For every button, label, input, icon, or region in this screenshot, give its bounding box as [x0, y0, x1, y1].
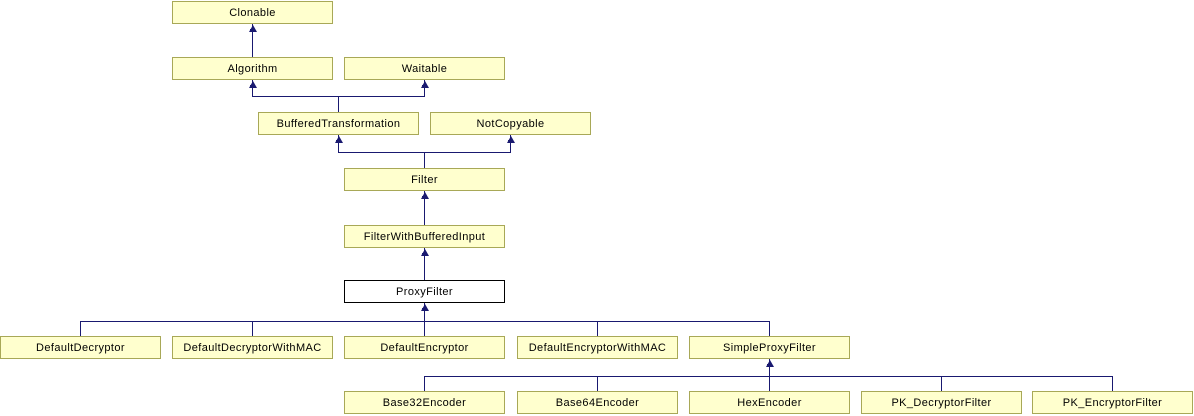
class-box-base64-encoder[interactable]: Base64Encoder	[517, 391, 678, 414]
inheritance-arrow-icon	[249, 25, 257, 32]
class-box-proxy-filter: ProxyFilter	[344, 280, 505, 303]
inheritance-arrow-base	[422, 196, 427, 197]
inheritance-edge-line	[597, 321, 598, 336]
class-name-label: FilterWithBufferedInput	[363, 230, 486, 243]
class-box-pk-encryptor-filter[interactable]: PK_EncryptorFilter	[1032, 391, 1193, 414]
class-box-not-copyable[interactable]: NotCopyable	[430, 112, 591, 135]
inheritance-edge-line	[252, 24, 253, 57]
class-box-filter-with-buffered-input[interactable]: FilterWithBufferedInput	[344, 225, 505, 248]
inheritance-edge-line	[424, 152, 425, 168]
inheritance-edge-line	[769, 321, 770, 336]
class-name-label: Base32Encoder	[382, 396, 467, 409]
inheritance-arrow-icon	[335, 136, 343, 143]
inheritance-edge-line	[424, 191, 425, 225]
class-name-label: DefaultDecryptor	[36, 341, 125, 354]
class-name-label: Filter	[411, 173, 438, 186]
inheritance-edge-line	[252, 321, 253, 336]
inheritance-edge-line	[1112, 376, 1113, 391]
inheritance-edge-line	[424, 376, 425, 391]
inheritance-edge-line	[769, 359, 770, 391]
class-box-default-encryptor[interactable]: DefaultEncryptor	[344, 336, 505, 359]
class-name-label: NotCopyable	[476, 117, 545, 130]
class-name-label: DefaultEncryptor	[380, 341, 469, 354]
class-name-label: PK_EncryptorFilter	[1062, 396, 1163, 409]
class-name-label: ProxyFilter	[396, 285, 453, 298]
class-name-label: HexEncoder	[737, 396, 802, 409]
class-name-label: PK_DecryptorFilter	[891, 396, 992, 409]
inheritance-arrow-base	[422, 253, 427, 254]
class-name-label: Waitable	[401, 62, 448, 75]
inheritance-arrow-icon	[249, 81, 257, 88]
class-name-label: DefaultEncryptorWithMAC	[528, 341, 667, 354]
class-box-waitable[interactable]: Waitable	[344, 57, 505, 80]
class-box-base32-encoder[interactable]: Base32Encoder	[344, 391, 505, 414]
class-name-label: BufferedTransformation	[276, 117, 401, 130]
inheritance-arrow-icon	[421, 249, 429, 256]
inheritance-edge-line	[252, 80, 253, 96]
class-box-pk-decryptor-filter[interactable]: PK_DecryptorFilter	[861, 391, 1022, 414]
class-box-default-decryptor[interactable]: DefaultDecryptor	[0, 336, 161, 359]
inheritance-edge-line	[338, 96, 339, 112]
inheritance-arrow-base	[250, 29, 255, 30]
inheritance-arrow-base	[508, 140, 513, 141]
inheritance-arrow-icon	[421, 192, 429, 199]
inheritance-edge-line	[424, 376, 1113, 377]
inheritance-edge-line	[80, 321, 770, 322]
class-box-filter[interactable]: Filter	[344, 168, 505, 191]
inheritance-edge-line	[424, 248, 425, 280]
inheritance-arrow-icon	[421, 304, 429, 311]
class-name-label: Base64Encoder	[555, 396, 640, 409]
inheritance-arrow-icon	[421, 81, 429, 88]
class-name-label: DefaultDecryptorWithMAC	[183, 341, 322, 354]
inheritance-edge-line	[597, 376, 598, 391]
inheritance-edge-line	[338, 135, 339, 152]
inheritance-edge-line	[424, 303, 425, 336]
inheritance-edge-line	[80, 321, 81, 336]
class-box-hex-encoder[interactable]: HexEncoder	[689, 391, 850, 414]
inheritance-edge-line	[424, 80, 425, 96]
class-box-clonable[interactable]: Clonable	[172, 1, 333, 24]
inheritance-arrow-base	[250, 85, 255, 86]
inheritance-arrow-base	[336, 140, 341, 141]
inheritance-arrow-base	[422, 308, 427, 309]
class-box-algorithm[interactable]: Algorithm	[172, 57, 333, 80]
class-box-default-decryptor-with-mac[interactable]: DefaultDecryptorWithMAC	[172, 336, 333, 359]
inheritance-arrow-icon	[766, 360, 774, 367]
class-box-buffered-transformation[interactable]: BufferedTransformation	[258, 112, 419, 135]
inheritance-arrow-base	[767, 364, 772, 365]
class-box-simple-proxy-filter[interactable]: SimpleProxyFilter	[689, 336, 850, 359]
inheritance-edge-line	[941, 376, 942, 391]
class-name-label: Clonable	[229, 6, 276, 19]
class-box-default-encryptor-with-mac[interactable]: DefaultEncryptorWithMAC	[517, 336, 678, 359]
inheritance-edge-line	[510, 135, 511, 152]
class-name-label: SimpleProxyFilter	[723, 341, 816, 354]
class-name-label: Algorithm	[227, 62, 278, 75]
inheritance-arrow-icon	[507, 136, 515, 143]
inheritance-arrow-base	[422, 85, 427, 86]
